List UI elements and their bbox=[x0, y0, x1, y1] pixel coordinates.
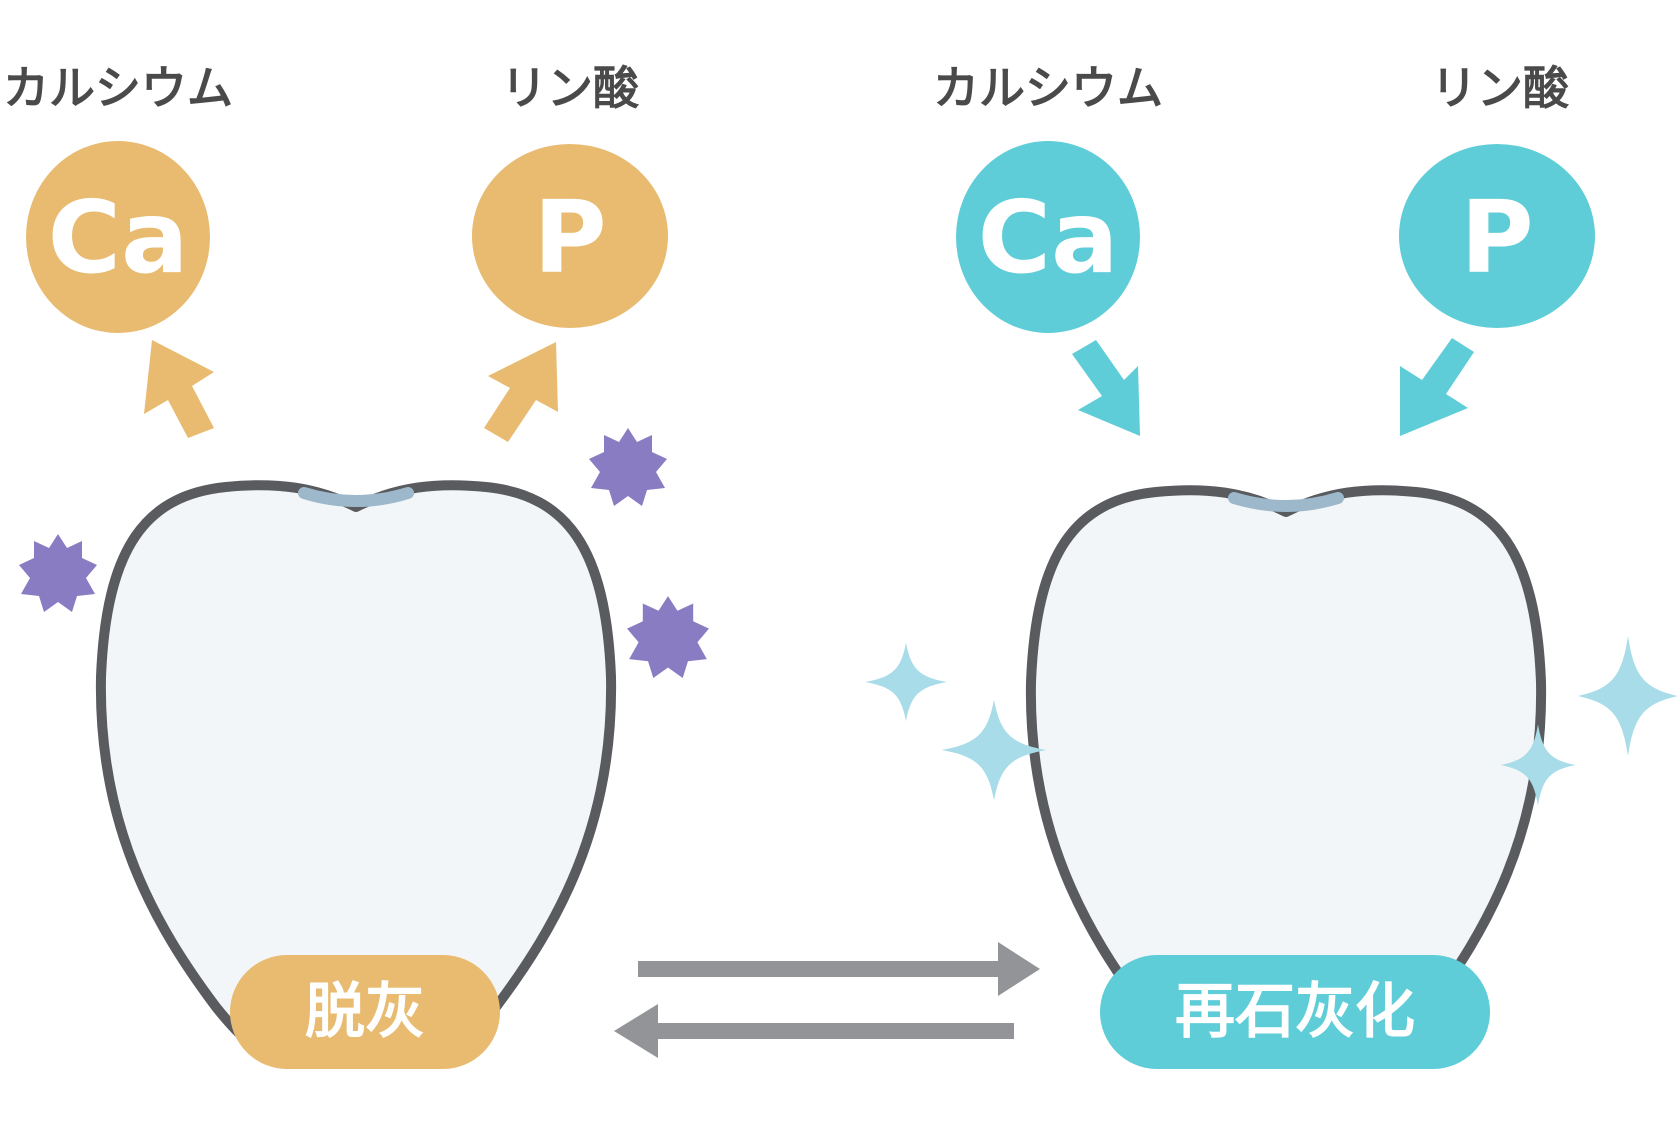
left-tooth-icon bbox=[101, 485, 611, 1051]
left-phosphate-arrow-up-icon bbox=[484, 342, 558, 442]
bacteria-icon bbox=[589, 428, 667, 506]
equilibrium-arrows bbox=[614, 942, 1040, 1058]
right-calcium-circle bbox=[956, 141, 1140, 333]
arrow-left-icon bbox=[614, 1004, 1014, 1058]
left-calcium-circle bbox=[26, 141, 210, 333]
left-calcium-symbol: Ca bbox=[48, 179, 189, 296]
right-phosphate-label: リン酸 bbox=[1431, 61, 1570, 115]
right-phosphate-symbol: P bbox=[1460, 179, 1533, 296]
left-calcium-label: カルシウム bbox=[3, 61, 233, 115]
left-phosphate-label: リン酸 bbox=[501, 61, 640, 115]
left-phosphate-symbol: P bbox=[533, 179, 606, 296]
sparkle-icon bbox=[1578, 636, 1678, 756]
arrow-right-icon bbox=[638, 942, 1040, 996]
right-calcium-arrow-down-icon bbox=[1072, 340, 1140, 436]
sparkle-icon bbox=[865, 642, 947, 722]
right-phosphate-arrow-down-icon bbox=[1400, 338, 1474, 436]
bacteria-icon bbox=[19, 534, 97, 612]
right-phosphate-circle bbox=[1399, 144, 1595, 328]
demineralization-pill bbox=[230, 955, 500, 1069]
bacteria-icon bbox=[627, 596, 709, 678]
demineralization-label: 脱灰 bbox=[305, 977, 425, 1047]
remineralization-pill bbox=[1100, 955, 1490, 1069]
right-panel: カルシウム リン酸 Ca P 再石灰化 bbox=[865, 61, 1678, 1069]
right-tooth-icon bbox=[1031, 490, 1541, 1056]
left-phosphate-circle bbox=[472, 144, 668, 328]
remineralization-label: 再石灰化 bbox=[1175, 977, 1415, 1047]
right-calcium-label: カルシウム bbox=[933, 61, 1163, 115]
left-panel: カルシウム リン酸 Ca P 脱灰 bbox=[3, 61, 709, 1069]
right-calcium-symbol: Ca bbox=[978, 179, 1119, 296]
left-calcium-arrow-up-icon bbox=[144, 340, 214, 438]
